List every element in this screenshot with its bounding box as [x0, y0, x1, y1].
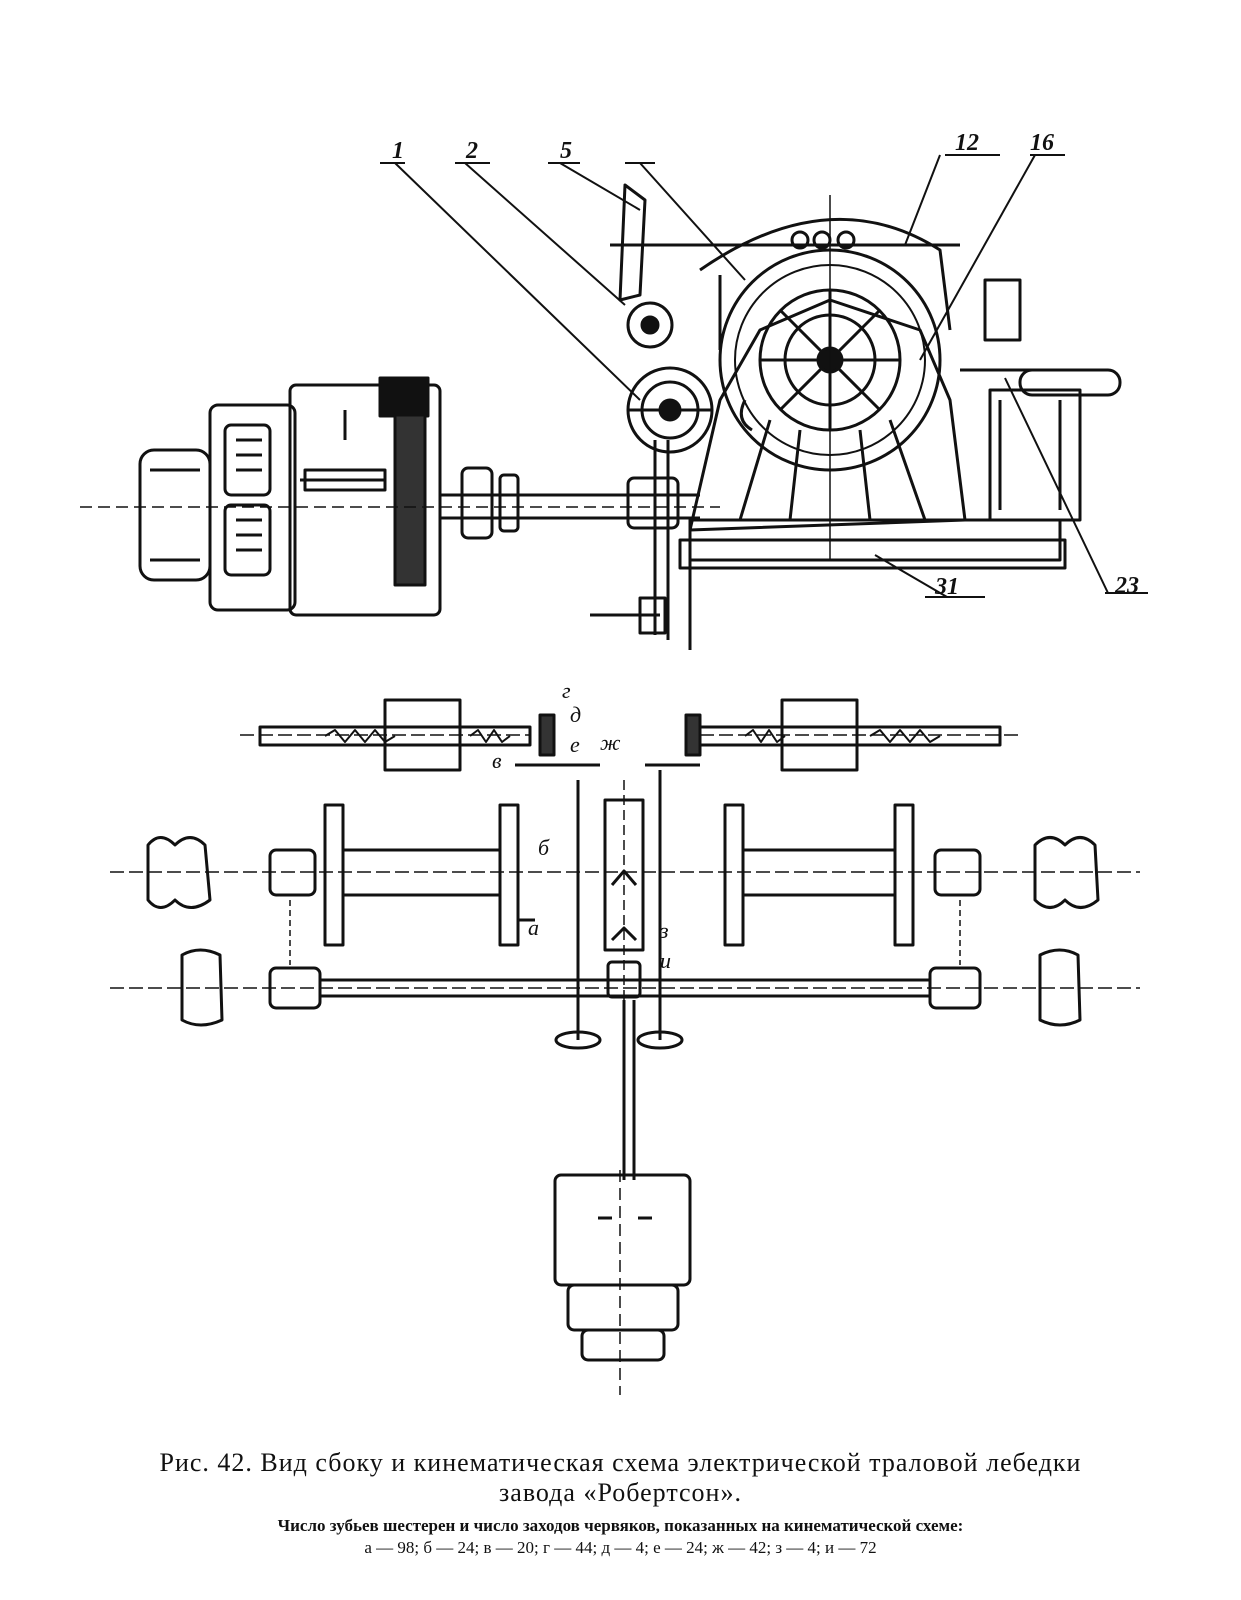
callout-2: 2 — [465, 138, 478, 164]
winch-frame — [678, 217, 1122, 570]
lower-shaft — [110, 900, 1140, 1050]
label-i: и — [660, 948, 671, 973]
brake-lever-side — [590, 183, 960, 650]
main-drum-shaft — [110, 803, 1140, 947]
pinion-gear-side — [626, 301, 753, 454]
central-gearbox — [576, 770, 662, 1060]
caption-gear-values: а — 98; б — 24; в — 20; г — 44; д — 4; е… — [364, 1538, 877, 1557]
kinematic-scheme — [110, 698, 1140, 1395]
label-z: з — [659, 918, 669, 943]
label-v: в — [492, 748, 502, 773]
label-zh: ж — [600, 730, 621, 755]
callout-16: 16 — [1030, 130, 1054, 156]
label-b: б — [538, 835, 550, 860]
caption-note: Число зубьев шестерен и число заходов че… — [277, 1516, 964, 1535]
callout-31: 31 — [934, 574, 959, 600]
callout-23: 23 — [1114, 573, 1139, 599]
drive-motor-side — [138, 376, 442, 617]
label-a: а — [528, 915, 539, 940]
callout-12: 12 — [955, 130, 979, 156]
figure-caption-title: Рис. 42. Вид сбоку и кинематическая схем… — [40, 1448, 1201, 1508]
drive-motor-plan — [553, 1170, 692, 1395]
callout-5: 5 — [560, 138, 572, 164]
main-drum-side — [718, 195, 942, 560]
caption-title-line2: завода «Робертсон». — [499, 1478, 742, 1507]
upper-worm-shafts — [240, 698, 1020, 772]
label-g: г — [562, 678, 571, 703]
figure-drawing: 1 2 5 12 16 23 31 а б в г д е ж з и — [80, 130, 1148, 1395]
caption-title-line1: Рис. 42. Вид сбоку и кинематическая схем… — [159, 1448, 1082, 1477]
label-e: е — [570, 732, 580, 757]
callout-leaders — [380, 154, 1148, 598]
side-view — [80, 154, 1148, 650]
callout-1: 1 — [392, 138, 404, 164]
label-d: д — [570, 702, 581, 727]
